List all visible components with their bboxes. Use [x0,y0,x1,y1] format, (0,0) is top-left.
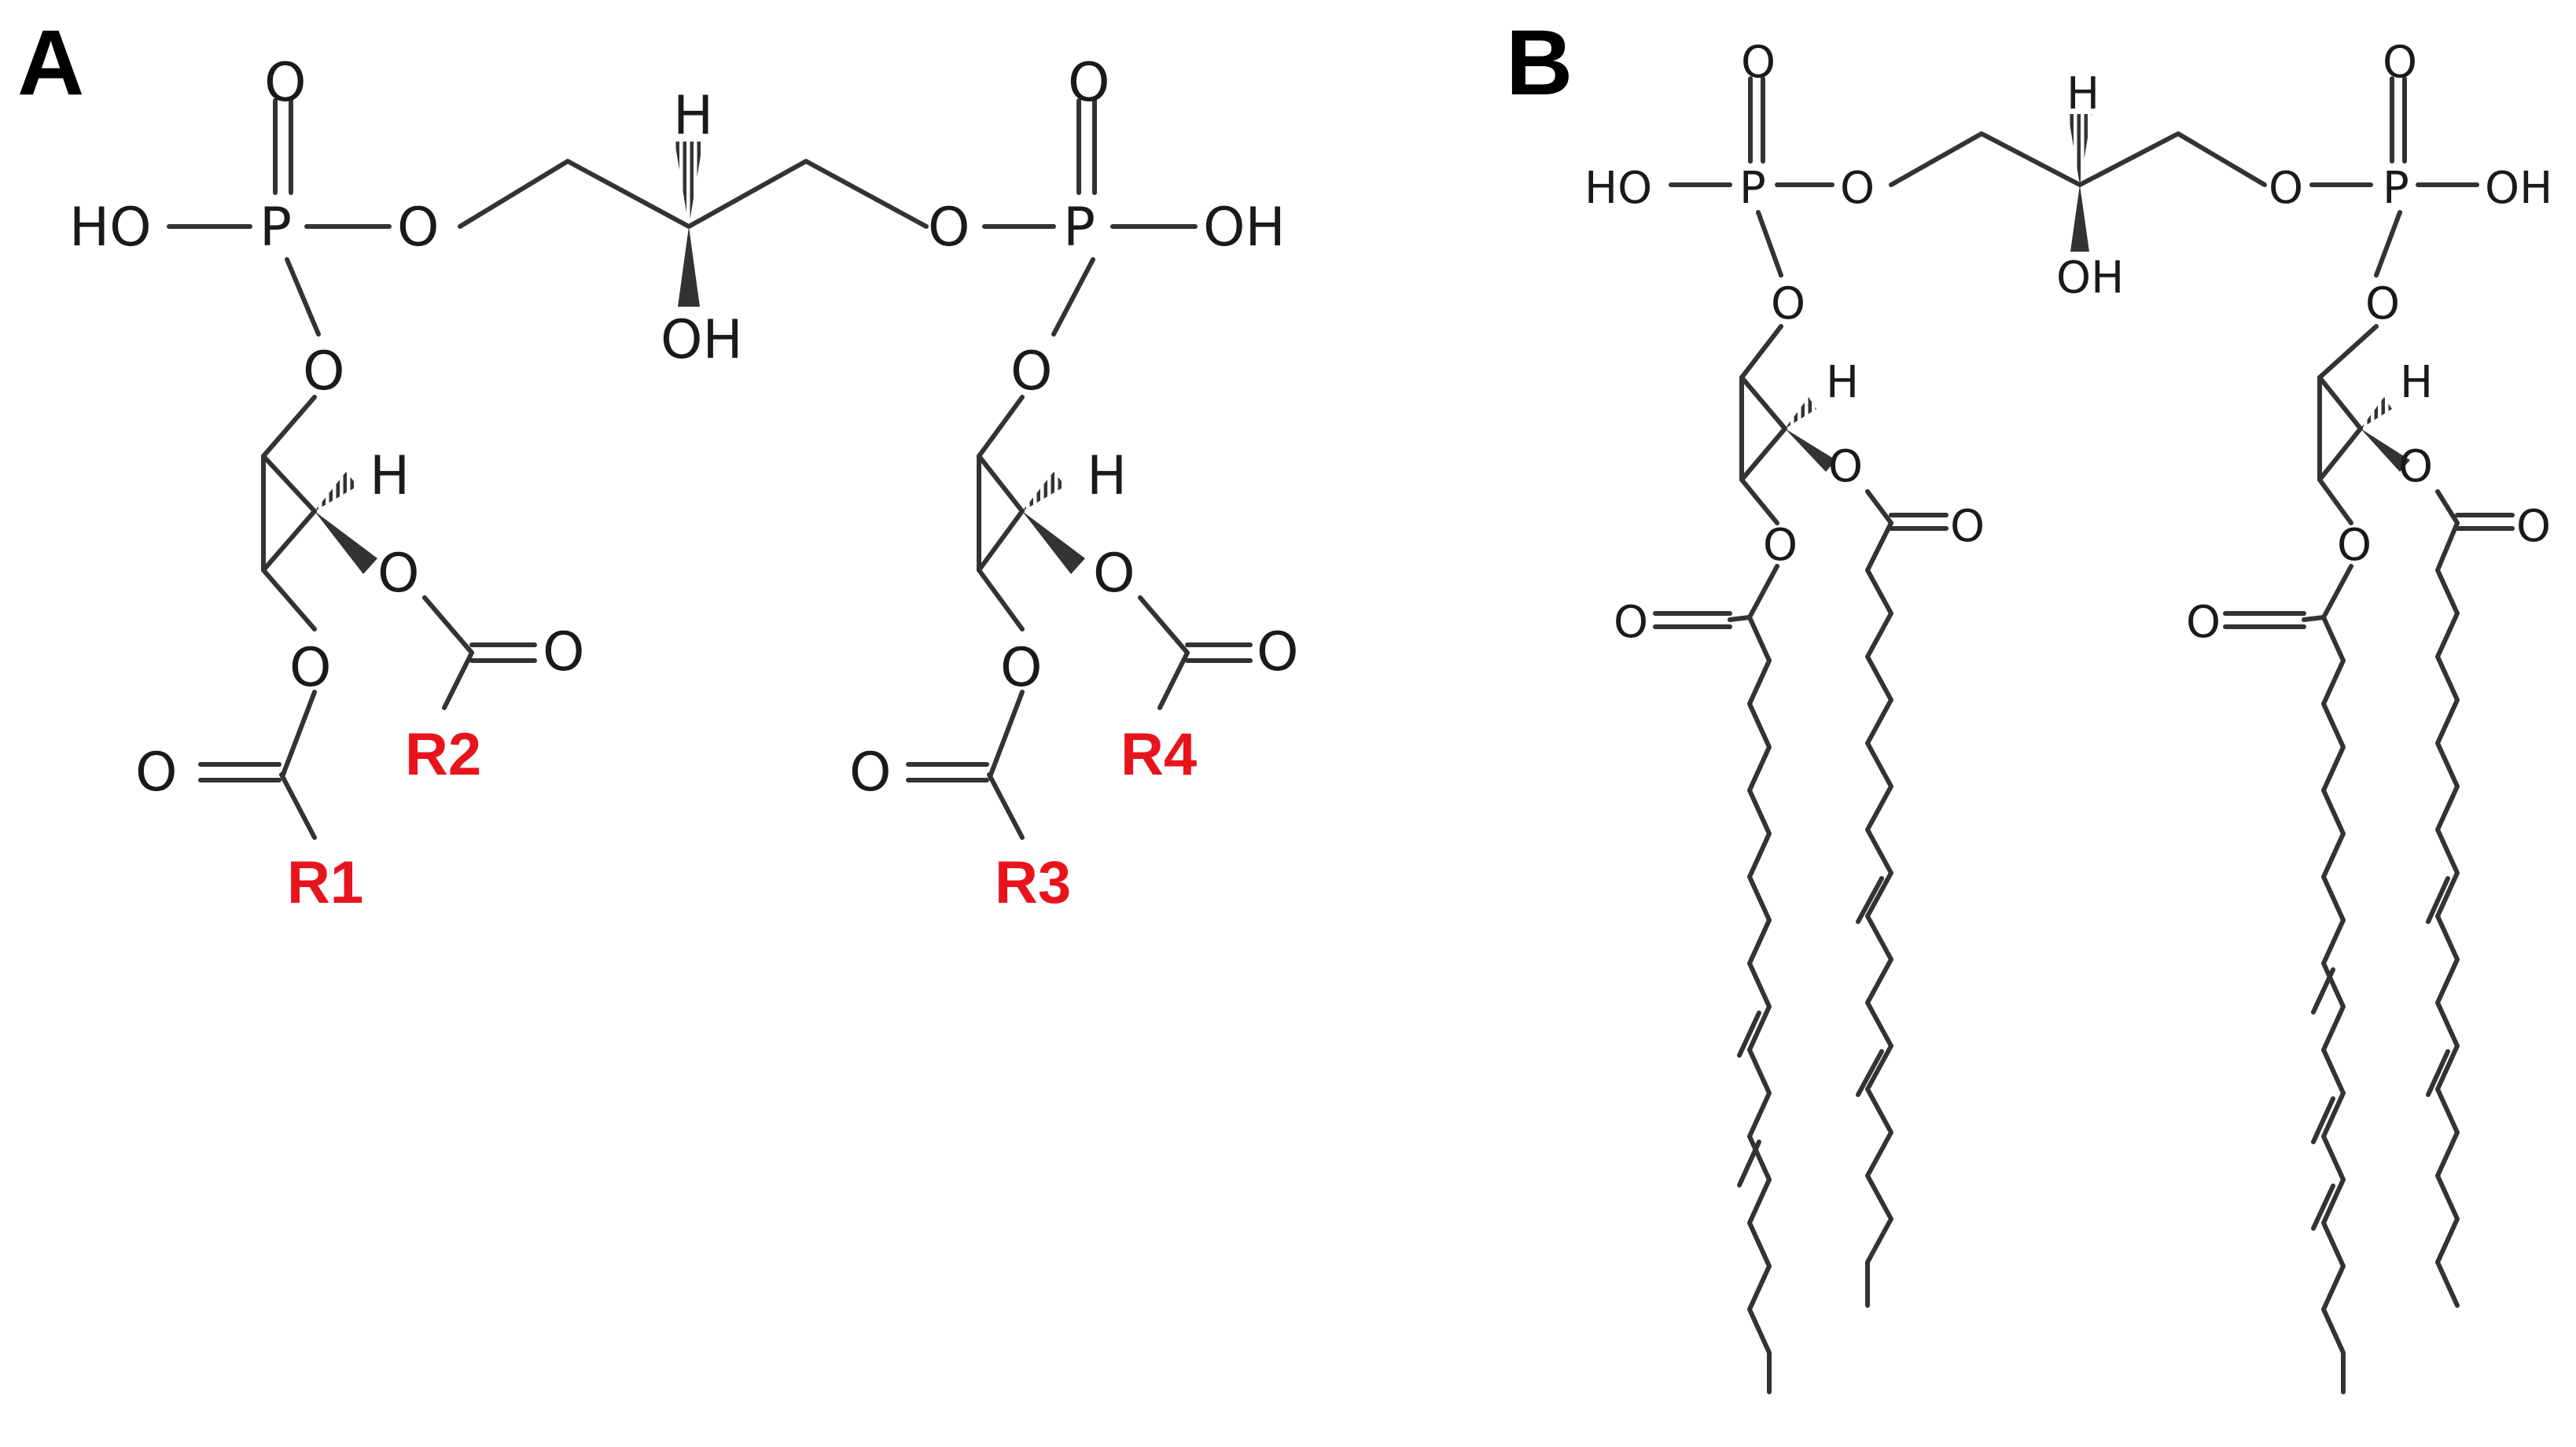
atom-o-b2: O [1828,441,1863,492]
atom-o-b4: O [1763,520,1798,571]
atom-p-left-b: P [1739,163,1766,214]
panel-b-bonds [1653,76,2515,1394]
atom-o-right-3: O [1257,621,1299,683]
panel-a-r-groups: R1 R2 R3 R4 [287,721,1197,916]
atom-h-b1: H [1826,357,1859,408]
atom-h-center: H [673,85,713,147]
atom-oh-center-b: OH [2056,252,2124,304]
panel-b-atoms: HO P O O H OH O P O OH O H O O O O O H O… [1584,37,2552,648]
atom-h-center-b: H [2066,68,2099,120]
atom-o-right-2: O [1093,543,1135,605]
atom-o-b1: O [1771,278,1805,330]
panel-b: B [1506,11,2552,1394]
atom-o-right-4: O [1000,637,1043,699]
atom-o-left-2: O [377,543,420,605]
atom-o-left-5: O [135,742,178,804]
atom-o-p-right-b: O [2383,37,2417,88]
atom-o-ester-left-b: O [1840,163,1875,214]
atom-o-b8: O [2516,501,2551,552]
atom-oh-right-b: OH [2485,163,2552,214]
atom-o-p-left-b: O [1741,37,1776,88]
atom-o-ester-right-b: O [2269,163,2303,214]
atom-h-b2: H [2400,357,2433,408]
atom-o-left-3: O [543,621,585,683]
panel-a-bonds [167,98,1253,840]
atom-o-b6: O [2365,278,2400,330]
panel-label-b: B [1506,11,1573,115]
atom-p-right-b: P [2383,163,2409,214]
atom-o-p-right: O [1068,52,1110,114]
r-group-r3: R3 [995,849,1071,916]
atom-h-right: H [1087,445,1127,507]
atom-p-right: P [1063,197,1095,259]
atom-o-b10: O [2186,597,2221,648]
panel-a-atoms: HO P O O H OH O P O OH O H O O O O O H O… [69,52,1299,804]
atom-ho-left: HO [69,197,152,259]
atom-o-left-1: O [303,341,345,403]
atom-p-left: P [259,197,292,259]
r-group-r2: R2 [405,721,481,788]
atom-ho-left-b: HO [1584,163,1652,214]
atom-h-left: H [370,445,410,507]
atom-o-right-5: O [849,742,892,804]
atom-oh-right: OH [1203,197,1286,259]
atom-o-ester-left: O [397,197,440,259]
atom-o-b7: O [2398,441,2433,492]
atom-o-right-1: O [1010,341,1053,403]
atom-oh-center: OH [661,309,743,371]
atom-o-b5: O [1614,597,1648,648]
atom-o-p-left: O [264,52,307,114]
atom-o-b3: O [1950,501,1985,552]
atom-o-ester-right: O [928,197,970,259]
atom-o-left-4: O [289,637,332,699]
panel-label-a: A [17,11,84,115]
r-group-r4: R4 [1121,721,1197,788]
r-group-r1: R1 [287,849,363,916]
atom-o-b9: O [2337,520,2372,571]
panel-a: A [17,11,1299,916]
